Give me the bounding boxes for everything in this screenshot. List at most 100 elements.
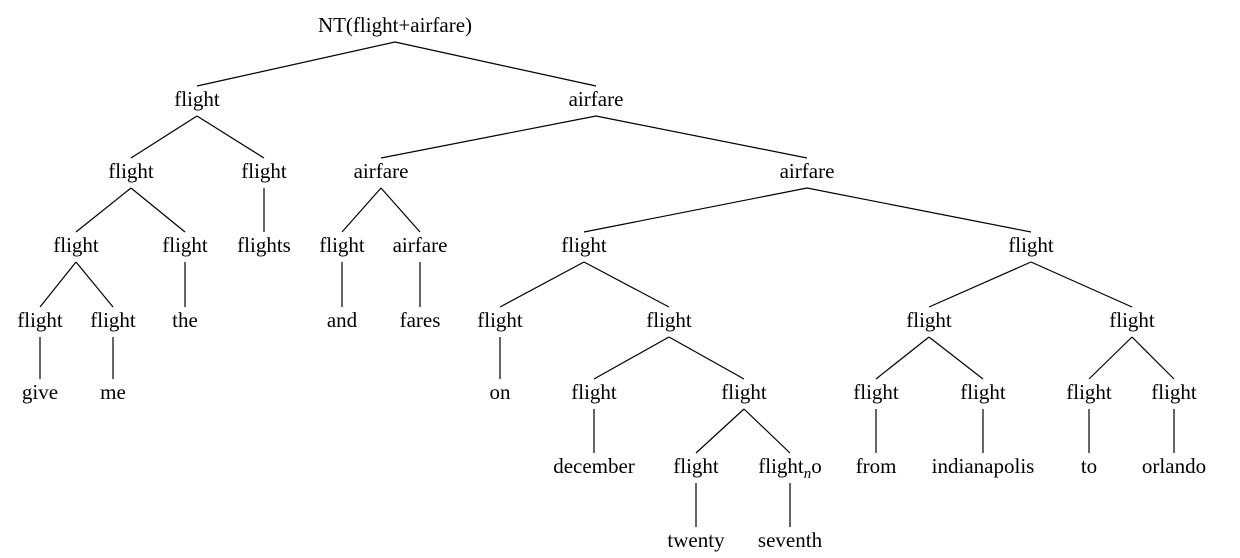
tree-node-flight: flight: [1066, 380, 1112, 404]
tree-edge: [196, 41, 396, 87]
tree-edge: [75, 261, 114, 308]
tree-node-flight: flight: [162, 233, 208, 257]
node-label-text: flight: [90, 308, 136, 332]
tree-node-airfare: airfare: [780, 159, 835, 183]
leaf-word-me: me: [100, 380, 126, 404]
node-label-text: fares: [400, 308, 441, 332]
leaf-word-from: from: [856, 454, 897, 478]
node-label-text: give: [22, 380, 58, 404]
leaf-word-give: give: [22, 380, 58, 404]
node-label-text: december: [553, 454, 635, 478]
tree-edge: [695, 408, 745, 454]
tree-node-flight: flight: [721, 380, 767, 404]
node-label-text: flight: [721, 380, 767, 404]
tree-node-flight: flight: [960, 380, 1006, 404]
tree-node-flight: flight: [241, 159, 287, 183]
node-label-text: NT(flight+airfare): [318, 13, 472, 37]
tree-node-flight: flight: [1151, 380, 1197, 404]
tree-edge: [593, 336, 670, 380]
tree-edge: [380, 187, 421, 233]
tree-node-flight: flight: [477, 308, 523, 332]
node-label-text: twenty: [667, 528, 725, 552]
tree-node-flight: flight: [90, 308, 136, 332]
tree-node-flight: flight: [673, 454, 719, 478]
leaf-word-seventh: seventh: [758, 528, 823, 552]
node-label-text: flight: [960, 380, 1006, 404]
tree-node-flight: flight: [17, 308, 63, 332]
tree-edge: [341, 187, 382, 233]
tree-node-flight: flight: [571, 380, 617, 404]
tree-edge: [130, 115, 198, 159]
tree-edge: [1088, 336, 1133, 380]
tree-nodes: NT(flight+airfare) flight flight flight flig…: [17, 13, 1206, 552]
tree-edge: [806, 187, 1032, 233]
node-label-text: seventh: [758, 528, 823, 552]
node-label-text: orlando: [1142, 454, 1206, 478]
node-label-text: flight: [561, 233, 607, 257]
leaf-word-on: on: [490, 380, 512, 404]
leaf-word-december: december: [553, 454, 635, 478]
node-label-text: and: [327, 308, 358, 332]
node-label-text: the: [172, 308, 198, 332]
leaf-word-and: and: [327, 308, 358, 332]
node-label-text: indianapolis: [932, 454, 1035, 478]
tree-edge: [394, 41, 597, 87]
node-label-text: flight: [241, 159, 287, 183]
tree-node-flight: flight: [108, 159, 154, 183]
node-label-text: flight: [1109, 308, 1155, 332]
node-label-text: airfare: [780, 159, 835, 183]
tree-edge: [39, 261, 77, 308]
leaf-word-orlando: orlando: [1142, 454, 1206, 478]
tree-node-flight: flight: [53, 233, 99, 257]
tree-edge: [1131, 336, 1175, 380]
tree-node-flight: flight: [319, 233, 365, 257]
tree-node-flight: flight: [853, 380, 899, 404]
node-subscript: n: [804, 466, 812, 482]
node-label-text: airfare: [354, 159, 409, 183]
node-label-text: flight: [477, 308, 523, 332]
leaf-word-twenty: twenty: [667, 528, 725, 552]
tree-edge: [583, 261, 670, 308]
leaf-word-fares: fares: [400, 308, 441, 332]
node-suffix: o: [811, 454, 822, 478]
tree-node-flight: flight: [906, 308, 952, 332]
tree-edges: [39, 41, 1175, 527]
node-label-text: flight: [673, 454, 719, 478]
tree-edge: [75, 187, 132, 233]
tree-edge: [196, 115, 265, 159]
leaf-word-flights: flights: [237, 233, 291, 257]
tree-node-nt-flight-airfare: NT(flight+airfare): [318, 13, 472, 37]
tree-node-airfare: airfare: [354, 159, 409, 183]
node-label-text: to: [1081, 454, 1097, 478]
node-label-text: on: [490, 380, 512, 404]
tree-edge: [875, 336, 930, 380]
leaf-word-the: the: [172, 308, 198, 332]
node-label-text: flight: [174, 87, 220, 111]
node-label-text: flight: [1008, 233, 1054, 257]
node-label-text: airfare: [569, 87, 624, 111]
node-label-text: from: [856, 454, 897, 478]
node-label-text: flights: [237, 233, 291, 257]
node-label-text: flight: [1066, 380, 1112, 404]
leaf-word-to: to: [1081, 454, 1097, 478]
tree-node-flight: flight: [1109, 308, 1155, 332]
tree-edge: [928, 261, 1032, 308]
node-label-text: flight: [571, 380, 617, 404]
tree-node-flight: flightno: [758, 454, 822, 482]
tree-edge: [380, 115, 597, 159]
tree-edge: [583, 187, 808, 233]
node-label-text: me: [100, 380, 126, 404]
node-label-text: flight: [319, 233, 365, 257]
tree-edge: [499, 261, 585, 308]
node-label-text: flight: [53, 233, 99, 257]
node-label-text: flight: [108, 159, 154, 183]
tree-edge: [668, 336, 745, 380]
leaf-word-indianapolis: indianapolis: [932, 454, 1035, 478]
tree-node-flight: flight: [646, 308, 692, 332]
tree-node-flight: flight: [1008, 233, 1054, 257]
tree-edge: [595, 115, 808, 159]
node-label-text: airfare: [393, 233, 448, 257]
tree-node-airfare: airfare: [569, 87, 624, 111]
tree-edge: [1030, 261, 1133, 308]
